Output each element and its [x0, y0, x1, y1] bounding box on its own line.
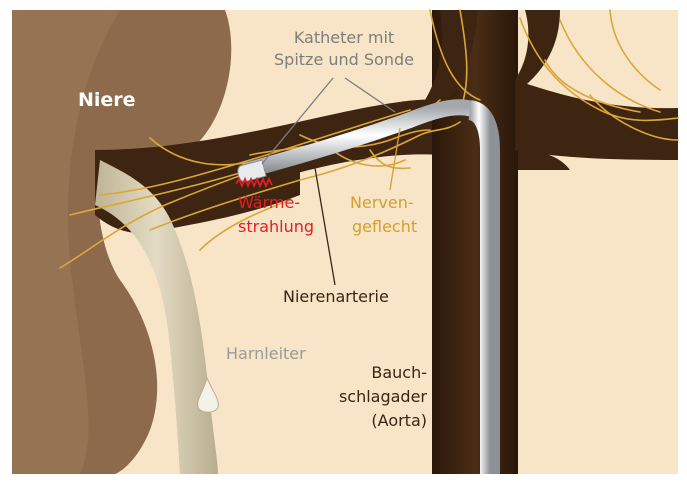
frame-top — [0, 0, 687, 10]
label-renal-artery: Nierenarterie — [283, 287, 389, 306]
label-kidney: Niere — [78, 89, 136, 111]
frame-left — [0, 0, 12, 482]
label-aorta-line1: Bauch- — [371, 363, 427, 382]
label-aorta-line3: (Aorta) — [371, 411, 427, 430]
frame-right — [678, 0, 687, 482]
label-aorta-line2: schlagader — [339, 387, 427, 406]
label-nerve-line1: Nerven- — [350, 193, 414, 212]
label-catheter-line1: Katheter mit — [294, 28, 394, 47]
label-nerve-line2: geflecht — [352, 217, 417, 236]
label-heat-line2: strahlung — [238, 217, 314, 236]
label-catheter-line2: Spitze und Sonde — [274, 50, 414, 69]
label-heat-line1: Wärme- — [238, 193, 300, 212]
label-ureter: Harnleiter — [226, 344, 306, 363]
frame-bottom — [0, 474, 687, 482]
